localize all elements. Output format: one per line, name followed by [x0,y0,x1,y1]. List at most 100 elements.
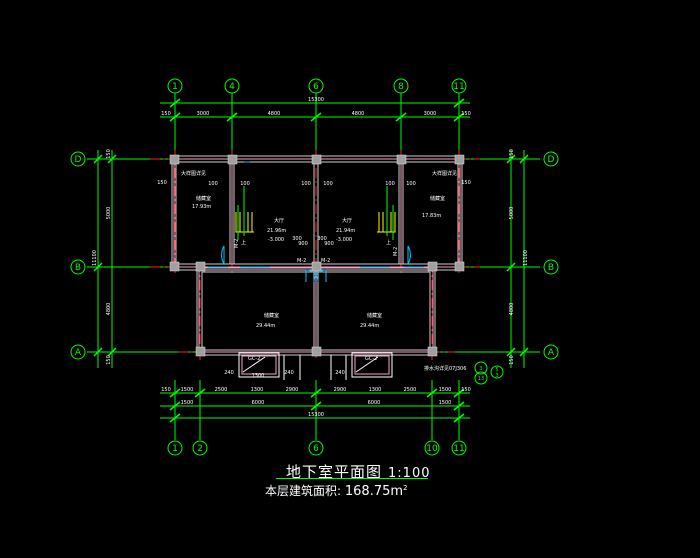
wall-dim-15: 1300 [252,373,265,379]
axis-label-bottom-11: 11 [453,444,464,454]
axis-label-left-a: A [75,348,82,358]
wall-hatching [173,158,461,353]
wall-dim-3: 100 [323,181,333,187]
dim-bottom-a5: 2900 [334,387,347,393]
floor-area-line: 本层建筑面积: 168.75m2 [265,482,408,499]
dim-bottom-a9: 150 [461,387,471,393]
room-area-storage-right: 17.83m [422,213,441,219]
wall-dim-0: 100 [208,181,218,187]
axis-label-top-1: 1 [172,82,178,92]
wall-dim-9: 900 [298,241,308,247]
axis-label-left-d: D [75,155,82,165]
wall-dim-13: 240 [284,370,294,376]
dim-top-2: 4800 [268,111,281,117]
dim-left-total: 11100 [92,250,98,266]
axis-bubble-outlines [70,78,559,456]
level-right: -3.000 [336,237,352,243]
dim-top-5: 150 [461,111,471,117]
wall-dim-2: 100 [301,181,311,187]
wall-dim-1: 100 [240,181,250,187]
wall-dim-4: 100 [385,181,395,187]
detail-tag-1: 13 [478,376,484,382]
title-underline [276,478,428,479]
wall-dim-11: 900 [324,241,334,247]
axis-label-bottom-2: 2 [197,444,203,454]
axis-label-left-b: B [75,263,81,273]
axis-label-right-b: B [548,263,554,273]
floor-area-unit-sup: 2 [403,484,408,492]
drawing-title: 地下室平面图 1:100 [286,461,430,482]
dim-right-1: 5000 [509,207,515,220]
door-window-labels: M-2 M-2 M-2 M-2 GC-2 GC-2 上 上 [234,239,399,362]
floor-area-label: 本层建筑面积: [265,484,342,498]
floor-area-value: 168.75m [344,484,404,499]
window-label-1: GC-2 [365,356,377,362]
detail-tag-0: 3 [479,366,482,372]
drainage-note: 排水沟详见07J306 [424,365,466,372]
dim-bottom-a3: 1300 [251,387,264,393]
room-name-storage-left: 储藏室 [196,195,211,202]
stair-label-left: 上 [241,239,246,246]
dim-right-3: 150 [509,355,515,365]
light-wells [238,352,393,380]
columns [169,154,465,357]
dim-bottom-a1: 1500 [181,387,194,393]
axis-label-bottom-6: 6 [313,444,319,454]
door-label-1: M-2 [297,258,306,264]
axis-label-top-4: 4 [229,82,235,92]
room-note-right: 大样图详见 [432,170,457,177]
dimension-lines [87,93,540,440]
dim-bottom-a0: 150 [161,387,171,393]
dim-bottom-a2: 2500 [215,387,228,393]
room-labels: 大样图详见 储藏室 17.93m 大厅 21.96m 大厅 21.94m 储藏室… [181,170,466,372]
drawing-title-text: 地下室平面图 [286,463,383,481]
dim-left-2: 4800 [106,303,112,316]
drawing-scale: 1:100 [388,466,431,481]
axis-label-bottom-10: 10 [426,444,438,454]
axis-label-top-8: 8 [398,82,404,92]
room-area-storage-bottom-left: 29.44m [256,323,275,329]
dim-bottom-b2: 6000 [368,400,381,406]
dim-left-3: 150 [106,355,112,365]
wall-dim-10: 300 [317,236,327,242]
dim-bottom-a6: 1300 [369,387,382,393]
wall-dim-12: 240 [224,370,234,376]
dim-right-total: 11100 [523,250,529,266]
windows [208,161,424,268]
window-label-0: GC-2 [248,356,260,362]
dim-bottom-b1: 6000 [252,400,265,406]
dim-top-3: 4800 [352,111,365,117]
dim-bottom-a7: 2500 [404,387,417,393]
dimension-texts: 150 3000 4800 4800 3000 150 15300 150 15… [161,97,471,418]
detail-tag-3: 3 [495,373,498,379]
wall-dim-8: 300 [292,236,302,242]
wall-dim-14: 240 [335,370,345,376]
wall-dim-6: 150 [157,180,167,186]
room-area-hall-left: 21.96m [267,228,286,234]
door-label-3: M-2 [393,247,399,256]
wall-dim-7: 150 [461,180,471,186]
axis-labels: 1 4 6 8 11 1 2 6 10 11 D B A D B A [75,82,555,454]
dim-right-2: 4800 [509,303,515,316]
dim-bottom-a4: 2900 [286,387,299,393]
room-area-hall-right: 21.94m [336,228,355,234]
wall-dim-5: 100 [406,181,416,187]
door-label-2: M-2 [321,258,330,264]
axis-label-right-a: A [548,348,555,358]
dim-bottom-b0: 1500 [181,400,194,406]
axis-label-right-d: D [548,155,555,165]
dim-top-4: 3000 [424,111,437,117]
axis-label-bottom-1: 1 [172,444,178,454]
dim-bottom-total: 15300 [308,412,324,418]
detail-tag-2: 5 [495,367,498,373]
stair-arrows [237,186,394,240]
light-well-inner [241,355,390,375]
room-name-storage-bottom-left: 储藏室 [264,312,279,319]
room-name-hall-right: 大厅 [342,217,352,224]
vertical-dimension-texts: 150 5000 4800 150 11100 150 5000 4800 15… [92,149,529,365]
dim-right-0: 150 [509,149,515,159]
dim-top-0: 150 [161,111,171,117]
axis-label-top-6: 6 [313,82,319,92]
level-left: -3.000 [268,237,284,243]
